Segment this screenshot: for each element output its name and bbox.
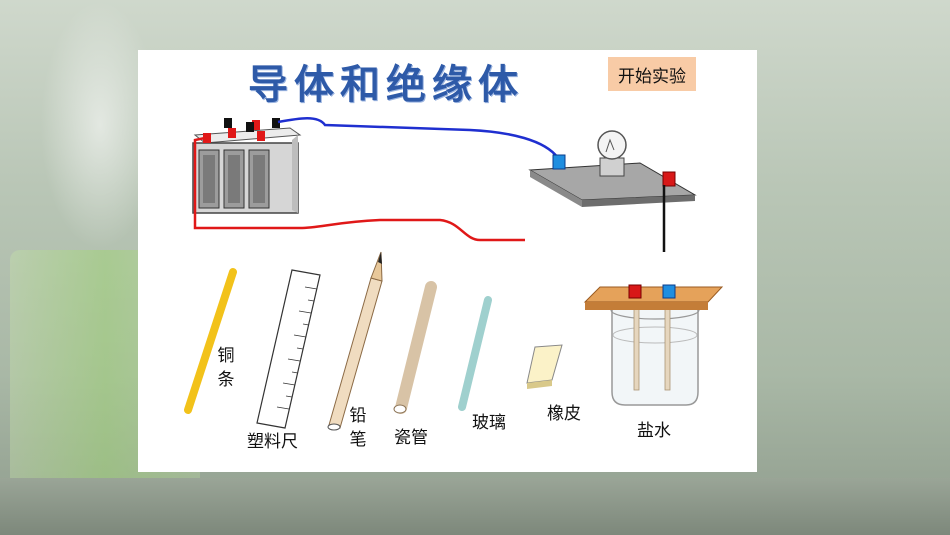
red-wire	[193, 136, 525, 242]
pencil-label-2: 笔	[349, 430, 367, 450]
copper-label-2: 条	[217, 370, 235, 390]
saltwater-label: 盐水	[637, 421, 671, 441]
blue-wire	[277, 117, 560, 159]
copper-strip	[184, 268, 237, 414]
page-title: 导体和绝缘体	[248, 61, 524, 108]
beaker-icon	[583, 284, 724, 406]
lamp-board-icon	[528, 130, 697, 207]
background-floor	[0, 478, 950, 535]
plastic-ruler	[256, 269, 321, 429]
eraser-label: 橡皮	[547, 404, 581, 424]
glass-label: 玻璃	[472, 413, 506, 433]
eraser	[526, 344, 563, 389]
battery-pack-icon	[192, 118, 302, 214]
battery-terminal-black	[224, 118, 280, 132]
porcelain-label: 瓷管	[394, 428, 428, 448]
battery-terminal-red	[203, 120, 265, 143]
glass-rod	[458, 296, 492, 411]
copper-label-1: 铜	[217, 346, 235, 366]
porcelain-tube	[393, 281, 437, 414]
start-experiment-button[interactable]: 开始实验	[608, 57, 696, 91]
pencil	[327, 251, 383, 431]
ruler-label: 塑料尺	[247, 432, 298, 452]
pencil-label-1: 铅	[349, 406, 367, 426]
